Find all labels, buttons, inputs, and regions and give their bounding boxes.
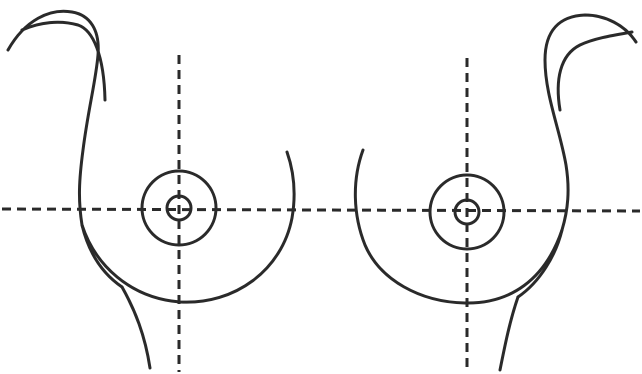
right-breast-figure [355,15,636,372]
right-upper-arm-outer-line [518,15,636,297]
right-breast-lower-curve [355,150,562,303]
left-torso-side-line [122,287,150,368]
horizontal-guide [2,209,640,211]
right-upper-arm-inner-line [558,32,632,110]
right-torso-side-line [500,297,518,370]
left-breast-figure [8,11,294,372]
left-upper-arm-outer-line [8,11,122,287]
